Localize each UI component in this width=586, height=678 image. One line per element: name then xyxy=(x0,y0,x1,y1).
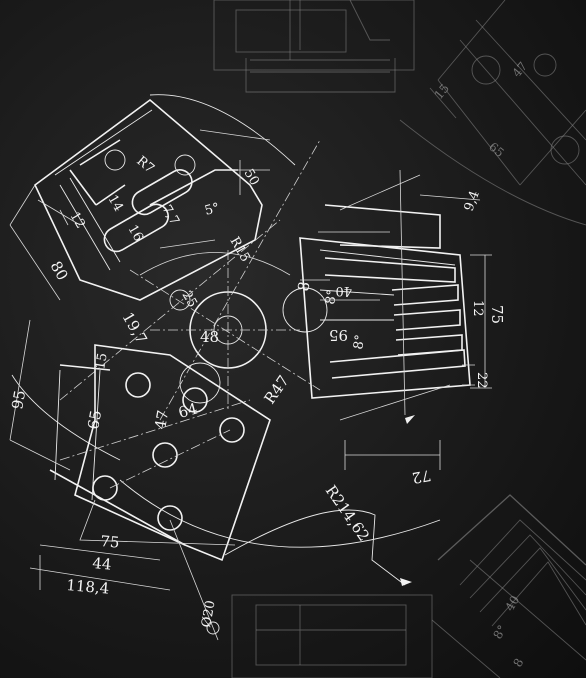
faint-top-right-drawing: 15 47 65 xyxy=(399,0,586,226)
label-12-right: 12 xyxy=(470,300,485,317)
label-diameter-20: Ø20 xyxy=(199,599,218,628)
faint-label-8deg: 8° xyxy=(490,623,509,642)
label-50: 50 xyxy=(241,167,262,189)
label-r7: R7 xyxy=(133,154,156,177)
label-40: 40 xyxy=(335,283,352,298)
label-80: 80 xyxy=(47,258,72,284)
label-19-7: 19,7 xyxy=(119,309,151,347)
label-95-left: 95 xyxy=(8,389,29,411)
label-64: 64 xyxy=(176,400,199,422)
label-75-right: 75 xyxy=(488,305,506,324)
label-48: 48 xyxy=(200,328,219,346)
label-16: 16 xyxy=(125,223,146,245)
label-118-4: 118,4 xyxy=(66,576,110,598)
label-12-left: 12 xyxy=(67,210,88,232)
label-47: 47 xyxy=(151,409,172,431)
label-r47: R47 xyxy=(261,372,293,407)
label-8deg-lower: 8° xyxy=(351,334,368,351)
large-arcs xyxy=(11,94,441,586)
faint-top-drawing xyxy=(213,0,415,93)
label-25: 25 xyxy=(179,289,200,311)
label-75-bottom: 75 xyxy=(100,532,121,552)
label-8deg-upper: 8° xyxy=(323,289,340,306)
label-65: 65 xyxy=(84,409,105,431)
faint-label-15: 15 xyxy=(432,81,453,102)
faint-label-47: 47 xyxy=(510,59,531,80)
label-8-right: 8 xyxy=(294,280,313,293)
label-15: 15 xyxy=(93,352,111,371)
label-44: 44 xyxy=(92,554,113,574)
part-right-comb: 9,4 8 8° 40 75 12 95 8° 22 72 xyxy=(294,169,506,487)
part-upper-left: R7 14 50 12 16 7,7 5° R15 80 19,7 25 xyxy=(9,98,271,347)
part-lower-left-plate: 95 15 65 47 64 75 44 118,4 R214,62 Ø20 xyxy=(8,319,412,641)
label-5deg: 5° xyxy=(203,201,221,219)
label-95-right: 95 xyxy=(329,326,348,344)
label-72: 72 xyxy=(411,466,433,487)
faint-bottom-drawing xyxy=(231,594,433,678)
faint-label-65: 65 xyxy=(486,140,507,161)
label-9-4: 9,4 xyxy=(462,189,483,214)
label-22: 22 xyxy=(474,372,489,389)
label-14: 14 xyxy=(105,193,126,215)
faint-label-40: 40 xyxy=(502,593,522,613)
faint-bottom-right-drawing: 40 8° 8 xyxy=(431,494,586,678)
label-r214-62: R214,62 xyxy=(322,482,373,545)
faint-label-8: 8 xyxy=(510,656,526,670)
